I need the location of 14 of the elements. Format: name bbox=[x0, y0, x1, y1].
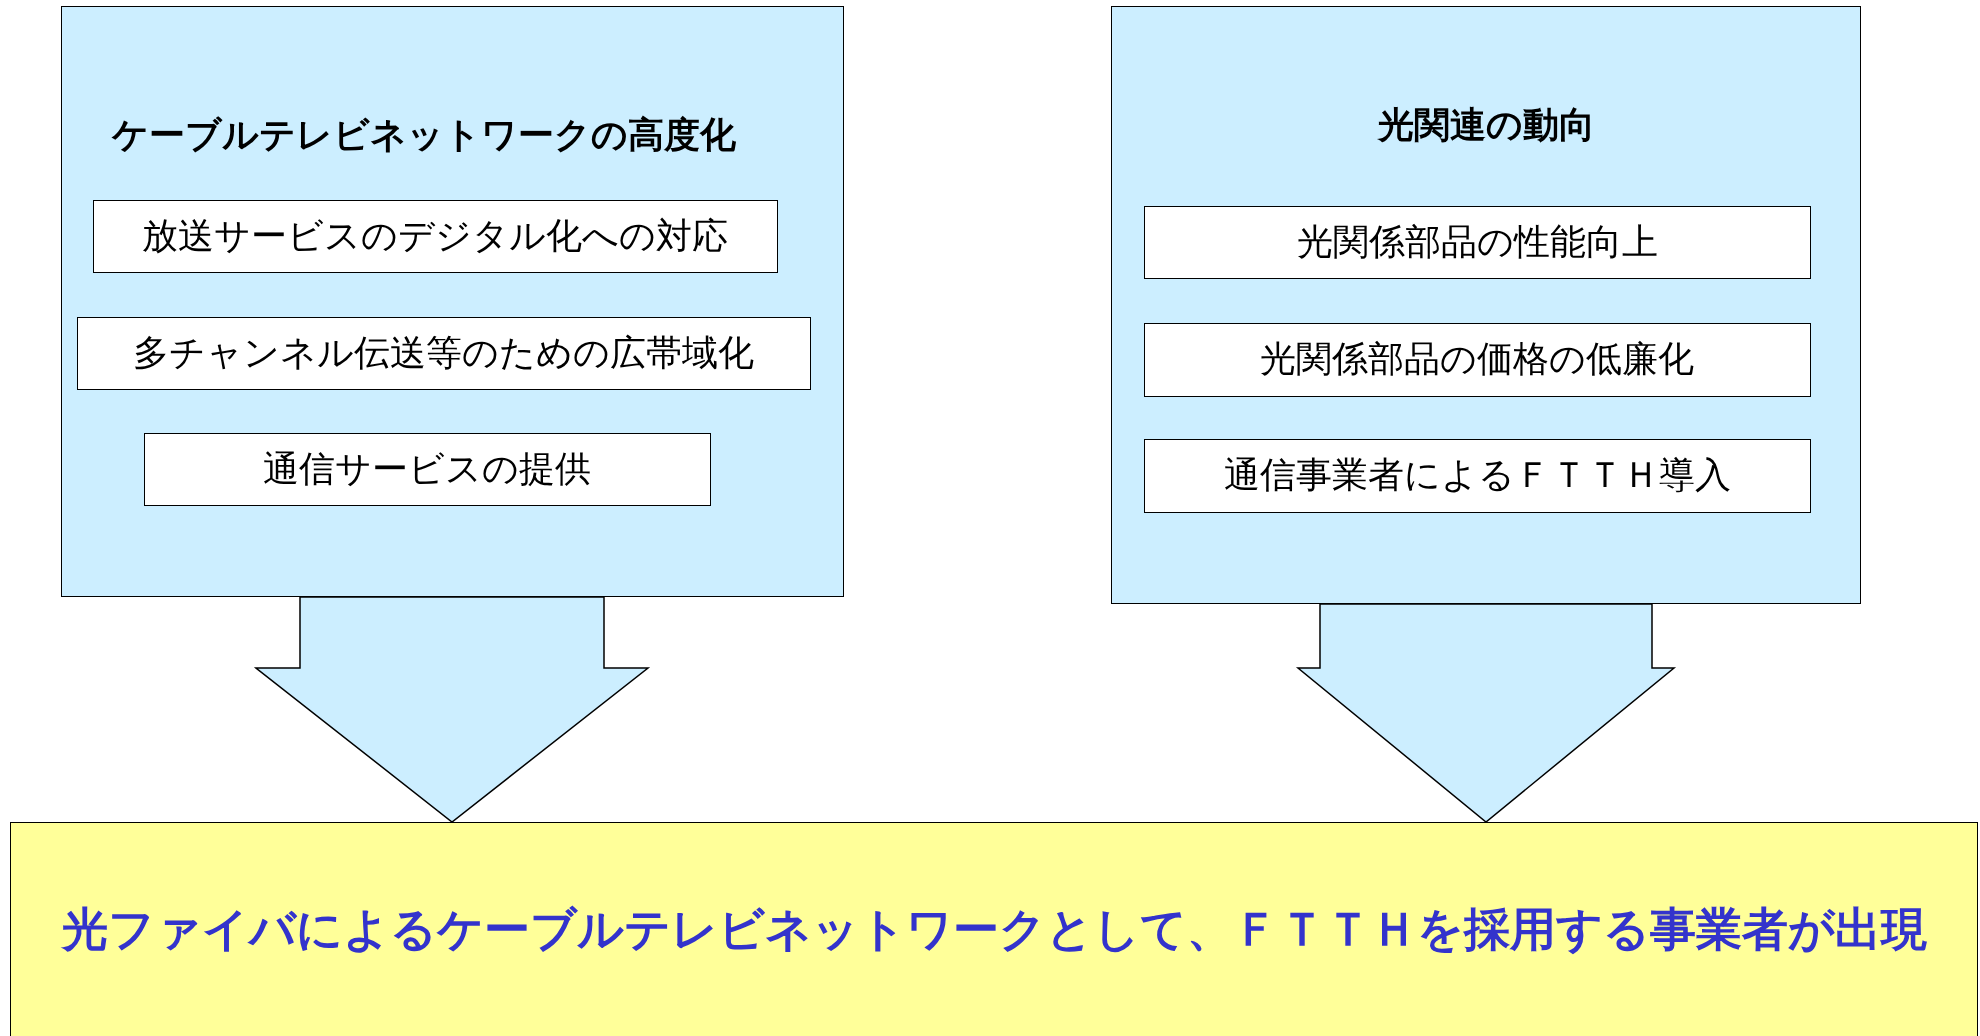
item-box: 多チャンネル伝送等のための広帯域化 bbox=[76, 316, 811, 390]
panel-heading: 光関連の動向 bbox=[1377, 103, 1595, 147]
panel bbox=[1111, 6, 1861, 604]
item-box: 通信事業者によるＦＴＴＨ導入 bbox=[1143, 438, 1811, 513]
block-arrow bbox=[253, 596, 651, 823]
item-box: 光関係部品の性能向上 bbox=[1143, 205, 1811, 279]
result-text: 光ファイバによるケーブルテレビネットワークとして、ＦＴＴＨを採用する事業者が出現 bbox=[61, 901, 1927, 958]
item-box: 放送サービスのデジタル化への対応 bbox=[92, 199, 778, 273]
result-box bbox=[10, 822, 1978, 1036]
block-arrow bbox=[1295, 603, 1677, 823]
panel bbox=[61, 6, 844, 597]
item-box: 通信サービスの提供 bbox=[143, 432, 711, 506]
item-box: 光関係部品の価格の低廉化 bbox=[1143, 322, 1811, 397]
panel-heading: ケーブルテレビネットワークの高度化 bbox=[112, 113, 736, 157]
